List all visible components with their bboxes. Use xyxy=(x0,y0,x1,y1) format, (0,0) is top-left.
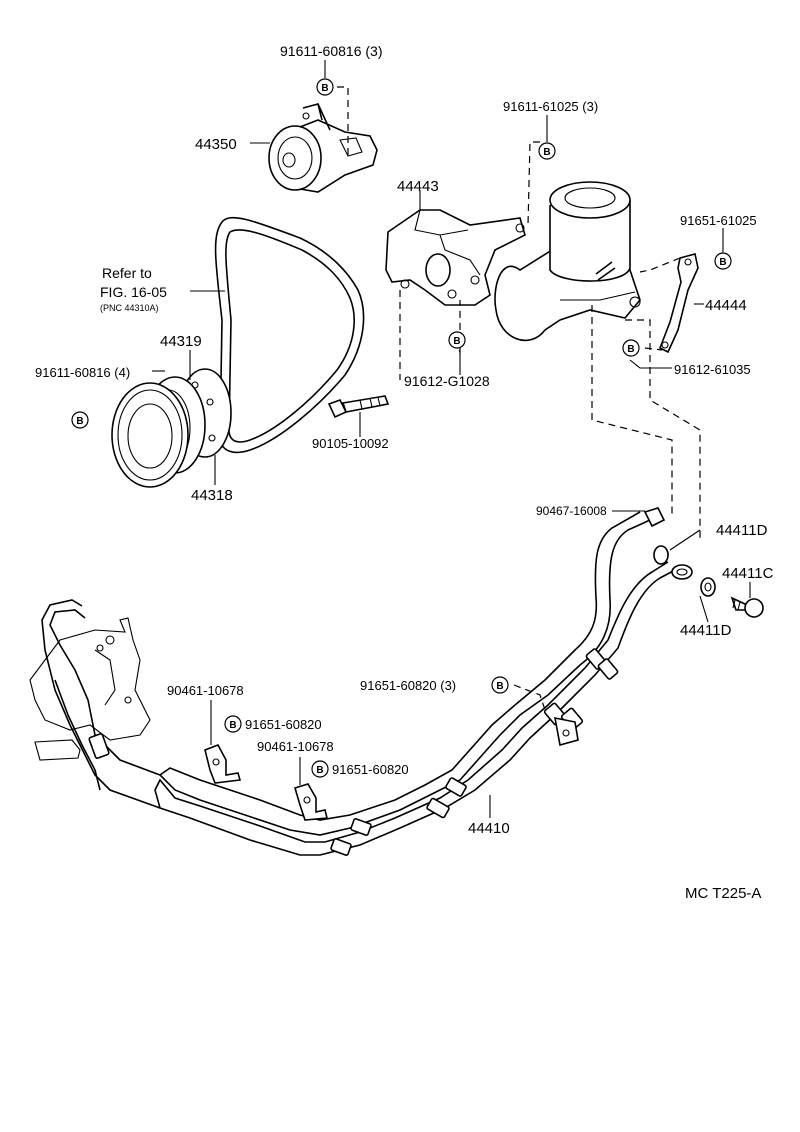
label-gasket-b: 44411D xyxy=(680,622,732,639)
label-bracket-bolt: 91612-G1028 xyxy=(404,373,490,389)
figure-code: MC T225-A xyxy=(685,885,761,902)
pump-bolt-leader xyxy=(337,86,349,155)
label-union-bolt: 44411C xyxy=(722,565,774,582)
label-bracket-top-bolt: 91611-61025 (3) xyxy=(503,99,598,114)
svg-text:B: B xyxy=(321,83,328,94)
bracket-top-bolt-leader xyxy=(527,141,540,226)
label-clamp-bolt-1: 91651-60820 xyxy=(245,717,322,732)
label-clamp-bolt-row: 91651-60820 (3) xyxy=(360,678,456,693)
vane-pump-drawing xyxy=(268,103,378,193)
svg-text:B: B xyxy=(719,257,726,268)
union-bolt-leader-2 xyxy=(625,319,701,540)
bolt-mark-b-stay-lower: B xyxy=(622,339,640,357)
bolt-mark-b-clamp-1: B xyxy=(224,715,242,733)
label-stay-lower-bolt: 91612-61035 xyxy=(674,362,751,377)
svg-text:B: B xyxy=(76,416,83,427)
label-refer-line1: Refer to xyxy=(102,265,152,281)
reservoir-pump-body-drawing xyxy=(494,181,641,342)
gasket-and-union-bolt-drawing xyxy=(653,545,764,618)
label-clamp-2: 90461-10678 xyxy=(257,739,334,754)
label-refer-line2: FIG. 16-05 xyxy=(100,284,167,300)
label-gasket-a: 44411D xyxy=(716,522,768,539)
long-bolt-drawing xyxy=(327,395,390,419)
label-pulley-plate: 44318 xyxy=(191,487,233,504)
svg-text:B: B xyxy=(229,720,236,731)
bolt-mark-b-bracket-top: B xyxy=(538,142,556,160)
label-stay-bolt: 91651-61025 xyxy=(680,213,757,228)
svg-text:B: B xyxy=(453,336,460,347)
label-long-bolt: 90105-10092 xyxy=(312,436,389,451)
steering-gear-drawing xyxy=(29,617,151,761)
union-bolt-leader-1 xyxy=(591,305,673,515)
bolt-mark-b-pump: B xyxy=(316,78,334,96)
stay-top-bolt-leader xyxy=(639,257,681,273)
bolt-mark-b-clamp-2: B xyxy=(311,760,329,778)
label-clamp-bolt-2: 91651-60820 xyxy=(332,762,409,777)
bolt-mark-b-stay: B xyxy=(714,252,732,270)
label-pulley: 44319 xyxy=(160,333,202,350)
label-hose-clip: 90467-16008 xyxy=(536,504,607,518)
clamp-1-drawing xyxy=(204,743,242,784)
label-stay: 44444 xyxy=(705,297,747,314)
bolt-mark-b-bracket: B xyxy=(448,331,466,349)
pulley-drawing xyxy=(111,368,232,488)
label-refer-line3: (PNC 44310A) xyxy=(100,303,159,313)
label-pulley-bolt: 91611-60816 (4) xyxy=(35,365,130,380)
stay-lower-bolt-leader xyxy=(644,347,663,351)
svg-text:B: B xyxy=(496,681,503,692)
bolt-mark-b-pulley: B xyxy=(71,411,89,429)
label-pump: 44350 xyxy=(195,136,237,153)
svg-text:B: B xyxy=(627,344,634,355)
bracket-drawing xyxy=(385,209,526,306)
label-bracket: 44443 xyxy=(397,178,439,195)
stay-drawing xyxy=(658,253,699,354)
bolt-mark-b-clamp-row: B xyxy=(491,676,509,694)
clamp-2-drawing xyxy=(294,783,329,821)
drive-belt-drawing xyxy=(214,216,365,454)
label-pump-bolt: 91611-60816 (3) xyxy=(280,43,382,59)
clamp-row-leader xyxy=(513,684,546,711)
svg-text:B: B xyxy=(316,765,323,776)
svg-text:B: B xyxy=(543,147,550,158)
label-clamp-1: 90461-10678 xyxy=(167,683,244,698)
label-tube: 44410 xyxy=(468,820,510,837)
